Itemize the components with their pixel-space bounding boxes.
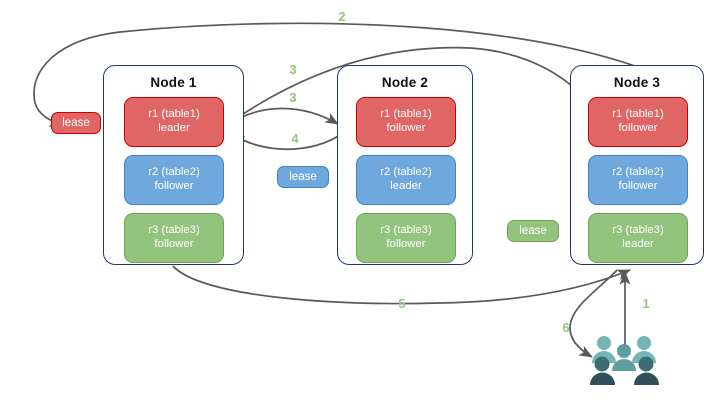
step-label-1: 1 xyxy=(642,296,650,311)
replica-n3-r1[interactable]: r1 (table1) follower xyxy=(588,97,688,147)
replica-label-line2: follower xyxy=(618,122,658,134)
replica-label-line2: follower xyxy=(154,180,194,192)
step-label-3-lower: 3 xyxy=(289,90,297,105)
replica-label-line1: r2 (table2) xyxy=(380,166,432,179)
replica-n3-r3[interactable]: r3 (table3) leader xyxy=(588,213,688,263)
lease-label: lease xyxy=(289,171,317,183)
replica-label-line2: leader xyxy=(158,122,190,134)
replica-label-line1: r1 (table1) xyxy=(148,108,200,121)
step-label-4: 4 xyxy=(291,131,299,146)
arrow-step-3-to-node3 xyxy=(227,46,594,125)
replica-n1-r1[interactable]: r1 (table1) leader xyxy=(124,97,224,147)
lease-label: lease xyxy=(519,225,547,237)
arrow-step-2 xyxy=(33,22,687,127)
node-box-node-1[interactable]: Node 1 r1 (table1) leader r2 (table2) fo… xyxy=(103,65,244,265)
replica-label-line1: r3 (table3) xyxy=(148,224,200,237)
node-title-node-2: Node 2 xyxy=(381,75,429,90)
step-label-3-upper: 3 xyxy=(289,62,297,77)
replica-n2-r2[interactable]: r2 (table2) leader xyxy=(356,155,456,205)
node-box-node-2[interactable]: Node 2 r1 (table1) follower r2 (table2) … xyxy=(337,65,473,265)
lease-badge-green[interactable]: lease xyxy=(507,220,559,242)
replica-n1-r2[interactable]: r2 (table2) follower xyxy=(124,155,224,205)
lease-badge-blue[interactable]: lease xyxy=(277,166,329,188)
replica-n2-r1[interactable]: r1 (table1) follower xyxy=(356,97,456,147)
replica-label-line2: follower xyxy=(386,122,426,134)
replica-label-line2: follower xyxy=(618,180,658,192)
replica-label-line2: leader xyxy=(622,238,654,250)
node-title-node-3: Node 3 xyxy=(613,75,661,90)
step-label-5: 5 xyxy=(398,296,406,311)
lease-label: lease xyxy=(62,117,90,129)
replica-label-line2: follower xyxy=(154,238,194,250)
replica-label-line1: r2 (table2) xyxy=(148,166,200,179)
arrow-step-6 xyxy=(569,269,618,358)
lease-badge-red[interactable]: lease xyxy=(51,112,101,134)
replica-label-line1: r1 (table1) xyxy=(380,108,432,121)
replica-label-line1: r3 (table3) xyxy=(612,224,664,237)
arrow-step-5 xyxy=(172,265,631,305)
replica-n2-r3[interactable]: r3 (table3) follower xyxy=(356,213,456,263)
replica-label-line1: r1 (table1) xyxy=(612,108,664,121)
step-label-2: 2 xyxy=(338,9,346,24)
replica-label-line1: r3 (table3) xyxy=(380,224,432,237)
replica-label-line1: r2 (table2) xyxy=(612,166,664,179)
replica-n1-r3[interactable]: r3 (table3) follower xyxy=(124,213,224,263)
users-group-icon xyxy=(589,335,661,391)
step-label-6: 6 xyxy=(562,320,570,335)
node-box-node-3[interactable]: Node 3 r1 (table1) follower r2 (table2) … xyxy=(570,65,704,265)
replica-label-line2: leader xyxy=(390,180,422,192)
replica-n3-r2[interactable]: r2 (table2) follower xyxy=(588,155,688,205)
user-figure-middle xyxy=(612,344,636,371)
user-figure-front-left xyxy=(590,356,615,385)
user-figure-front-right xyxy=(634,356,659,385)
replica-label-line2: follower xyxy=(386,238,426,250)
node-title-node-1: Node 1 xyxy=(150,75,197,90)
